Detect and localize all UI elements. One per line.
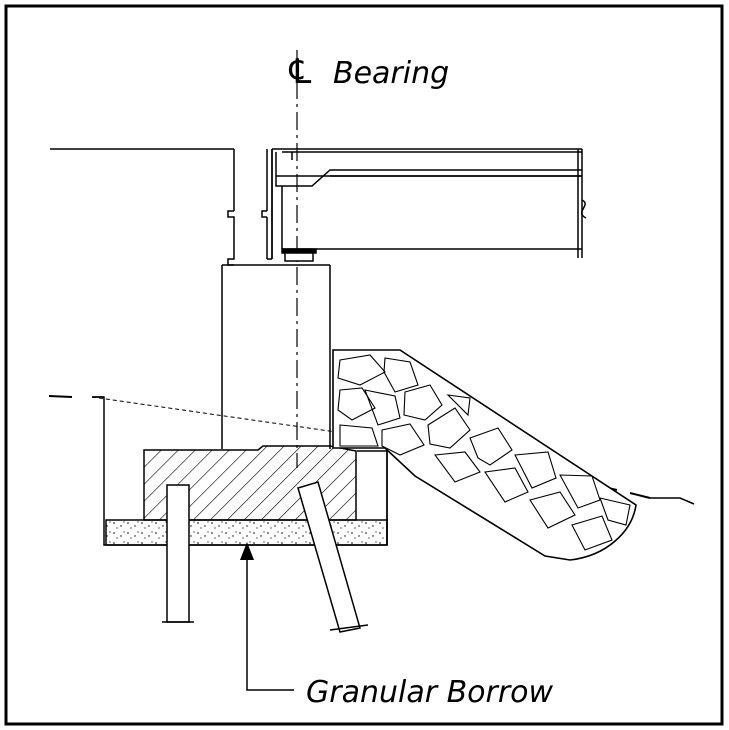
abutment-stem (221, 264, 331, 449)
callout-leader (246, 558, 294, 691)
bearing-assembly (281, 248, 317, 262)
granular-borrow-layer (105, 519, 388, 546)
leader-arrowhead (240, 542, 254, 560)
streambed-line (650, 497, 695, 505)
drawing-frame (4, 4, 724, 726)
centerline-symbol: ℄ (285, 52, 315, 92)
girder (271, 148, 587, 259)
centerline-label: Bearing (333, 56, 449, 91)
pile-battered (297, 481, 369, 633)
granular-borrow-label: Granular Borrow (306, 675, 554, 710)
riprap-slope (332, 349, 637, 561)
pile-vertical (162, 484, 194, 623)
backwall (227, 149, 273, 266)
